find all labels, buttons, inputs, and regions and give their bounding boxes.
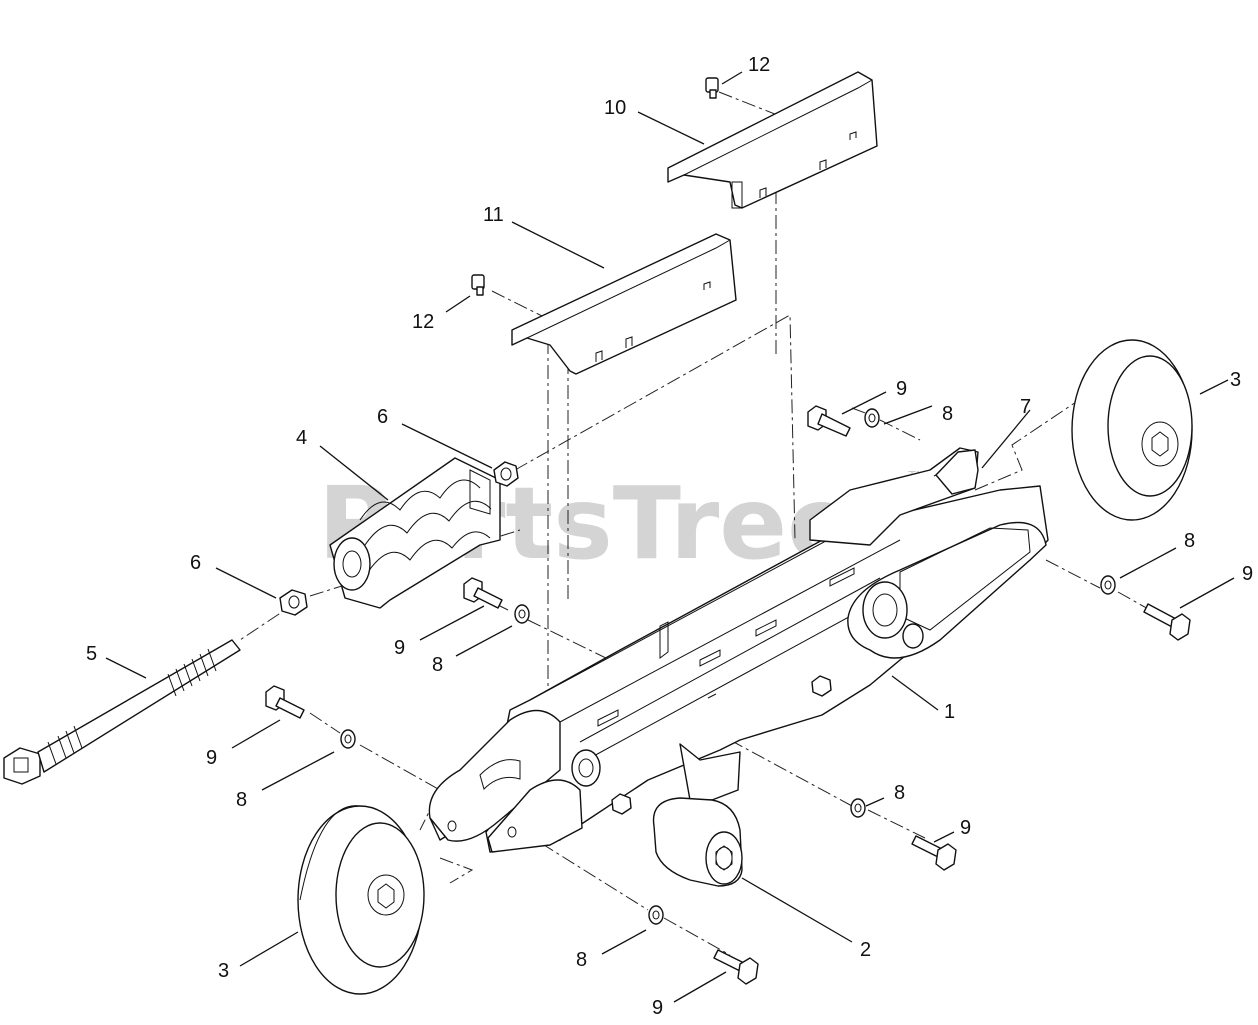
bolt-9-lower-right (911, 835, 957, 871)
bolt-9-bottom (713, 949, 759, 985)
bolt-12-upper (705, 77, 719, 99)
callout-4: 4 (296, 427, 307, 449)
callout-9: 9 (394, 637, 405, 659)
bolt-12-lower (471, 274, 485, 296)
center-roller (652, 797, 743, 887)
callout-12: 12 (412, 311, 434, 333)
washer-8-bottom (648, 905, 664, 925)
track-frame (428, 447, 1049, 853)
callout-6: 6 (377, 406, 388, 428)
bolt-9-mid (463, 577, 503, 609)
callout-6: 6 (190, 552, 201, 574)
washer-8-right (1100, 575, 1116, 595)
callout-8: 8 (432, 654, 443, 676)
nut-6-upper (493, 461, 519, 487)
callout-8: 8 (894, 782, 905, 804)
bracket-7 (935, 449, 979, 495)
callout-9: 9 (652, 997, 663, 1019)
wheel-lower-left (297, 805, 425, 995)
track-guard-upper (667, 71, 878, 209)
callout-8: 8 (1184, 530, 1195, 552)
callout-9: 9 (960, 817, 971, 839)
callout-9: 9 (206, 747, 217, 769)
callout-3: 3 (1230, 369, 1241, 391)
washer-8-left (340, 729, 356, 749)
callout-8: 8 (576, 949, 587, 971)
adjuster-bolt (3, 639, 241, 785)
washer-8-mid (514, 604, 530, 624)
callout-11: 11 (483, 204, 504, 226)
bolt-9-right (1143, 603, 1191, 641)
bolt-9-left (265, 685, 305, 719)
callout-5: 5 (86, 643, 97, 665)
callout-3: 3 (218, 960, 229, 982)
callout-1: 1 (944, 701, 955, 723)
callout-7: 7 (1020, 396, 1031, 418)
callout-9: 9 (896, 378, 907, 400)
callout-2: 2 (860, 939, 871, 961)
callout-8: 8 (942, 403, 953, 425)
callouts: 12 10 11 12 6 4 9 8 7 3 8 9 6 9 8 5 1 9 … (86, 54, 1253, 1019)
washer-8-lower-right (850, 798, 866, 818)
idler-spring-assembly (329, 457, 501, 609)
callout-9: 9 (1242, 563, 1253, 585)
washer-8-top-right (864, 408, 880, 428)
callout-8: 8 (236, 789, 247, 811)
callout-12: 12 (748, 54, 770, 76)
wheel-upper-right (1071, 339, 1193, 521)
bolt-9-top-right (807, 405, 851, 437)
callout-10: 10 (604, 97, 626, 119)
leader-lines (105, 71, 1235, 1003)
nut-6-lower (279, 589, 308, 616)
track-guard-lower (511, 233, 737, 375)
